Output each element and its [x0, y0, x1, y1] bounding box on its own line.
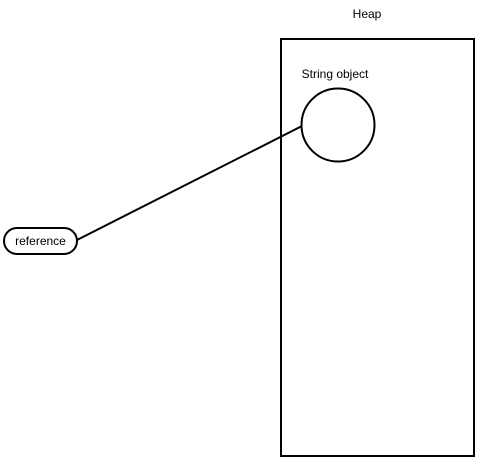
- reference-label: reference: [15, 234, 66, 248]
- string-object-label: String object: [302, 67, 369, 81]
- reference-link-line: [76, 125, 303, 241]
- reference-node: [3, 227, 78, 255]
- string-object-circle: [300, 87, 376, 163]
- heap-title: Heap: [353, 7, 382, 21]
